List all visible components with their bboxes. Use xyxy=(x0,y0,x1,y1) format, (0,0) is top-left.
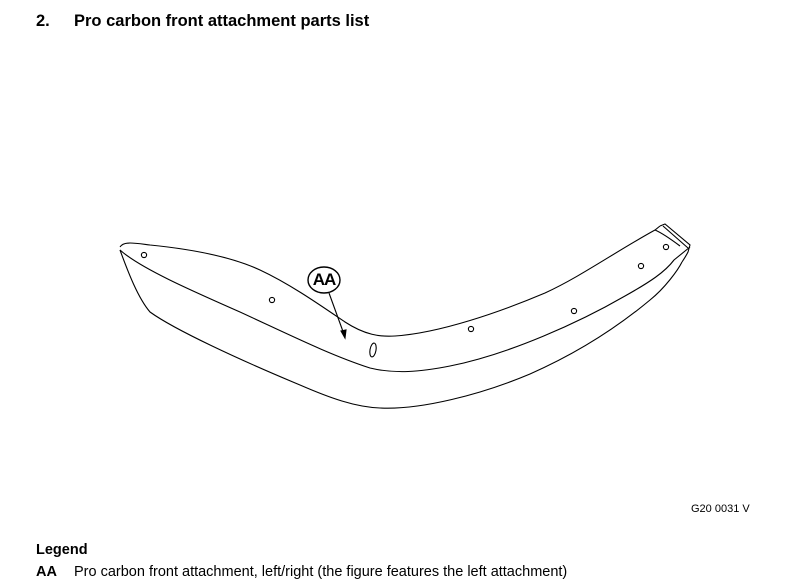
legend-title: Legend xyxy=(36,542,88,558)
legend-key: AA xyxy=(36,564,57,580)
section-number: 2. xyxy=(36,12,50,30)
legend-item: AA Pro carbon front attachment, left/rig… xyxy=(36,564,567,580)
callout-label: AA xyxy=(312,270,337,289)
legend-description: Pro carbon front attachment, left/right … xyxy=(74,564,568,580)
section-heading: 2. Pro carbon front attachment parts lis… xyxy=(36,12,369,31)
callout-bubble xyxy=(307,266,341,294)
section-title: Pro carbon front attachment parts list xyxy=(74,12,370,30)
figure-code: G20 0031 V xyxy=(691,503,750,515)
